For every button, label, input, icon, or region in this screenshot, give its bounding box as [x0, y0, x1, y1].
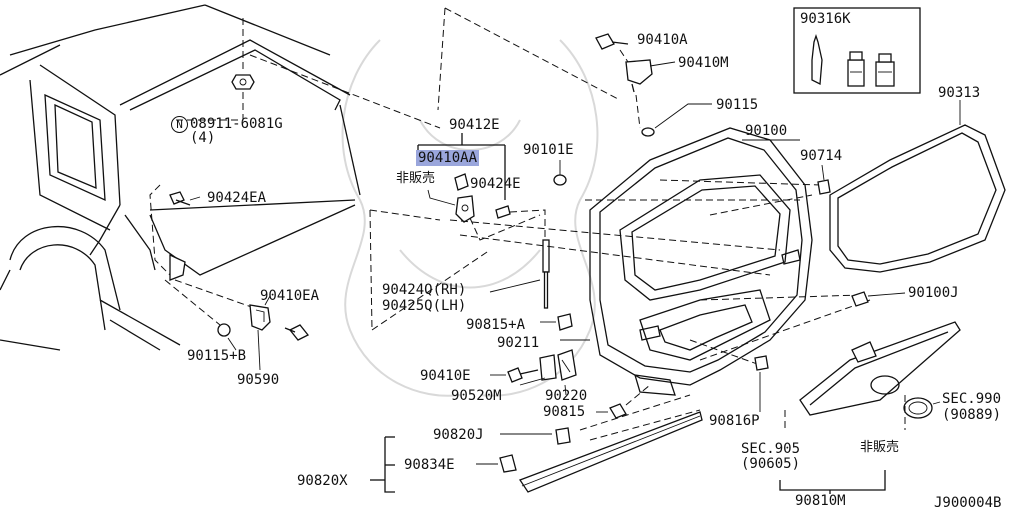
label-90100j[interactable]: 90100J — [908, 285, 959, 301]
leader-dash — [369, 209, 441, 221]
label-not-for-sale-2: 非販売 — [860, 440, 900, 455]
leader-dash — [449, 219, 781, 251]
diagram-code: J900004B — [934, 495, 1002, 511]
pin-icon — [495, 205, 511, 219]
plug-icon — [641, 127, 655, 137]
clip-icon — [609, 403, 627, 419]
leader-dash — [699, 294, 861, 301]
bolt-icon — [169, 191, 191, 206]
leader-dash — [589, 409, 701, 441]
label-90815-a[interactable]: 90815+A — [466, 317, 526, 333]
label-90424q-rh[interactable]: 90424Q(RH) — [382, 282, 467, 298]
label-sec-990[interactable]: SEC.990 — [942, 391, 1002, 407]
label-08911-prefix-circle: N — [171, 116, 188, 133]
bolt-icon — [557, 313, 573, 331]
rear-glass — [829, 124, 1006, 273]
cap-icon — [553, 174, 567, 186]
grommet-icon — [555, 427, 571, 445]
label-90220[interactable]: 90220 — [545, 388, 588, 404]
label-90425q-lh[interactable]: 90425Q(LH) — [382, 298, 467, 314]
leader-dash — [174, 279, 261, 311]
label-08911-6081g[interactable]: 08911-6081G — [190, 116, 283, 132]
emblem-icon — [903, 397, 933, 419]
kit-box — [793, 7, 921, 94]
leader-dash — [371, 249, 491, 331]
leader-dash — [579, 394, 691, 431]
leader-dash — [619, 49, 629, 63]
hinge-icon — [625, 59, 653, 93]
label-90820j[interactable]: 90820J — [433, 427, 484, 443]
finisher-trim — [799, 321, 961, 416]
leader-dash — [689, 339, 761, 366]
plug-icon — [217, 323, 231, 337]
weatherstrip — [519, 411, 703, 493]
label-sec-905[interactable]: SEC.905 — [741, 441, 801, 457]
clip-icon — [851, 291, 869, 307]
leader-dash — [459, 234, 771, 276]
label-90410ea[interactable]: 90410EA — [260, 288, 320, 304]
label-90410a[interactable]: 90410A — [637, 32, 688, 48]
bracket-icon — [557, 349, 577, 381]
label-90316k[interactable]: 90316K — [800, 11, 851, 27]
leader-dash — [659, 179, 821, 186]
label-90410e[interactable]: 90410E — [420, 368, 471, 384]
label-08911-qty: (4) — [190, 130, 216, 146]
bracket-icon — [539, 354, 557, 381]
leader-dash — [699, 299, 871, 361]
label-90313[interactable]: 90313 — [938, 85, 981, 101]
leader-dash — [164, 279, 221, 326]
label-90424ea[interactable]: 90424EA — [207, 190, 267, 206]
leader-dash — [149, 184, 171, 276]
bolt-icon — [284, 324, 310, 341]
label-90410aa-highlighted[interactable]: 90410AA — [416, 150, 480, 166]
clip-icon — [817, 179, 831, 195]
leader-dash — [635, 94, 641, 129]
circled-n-icon: N — [171, 116, 188, 133]
hinge-icon — [455, 195, 475, 223]
leader-dash — [369, 209, 373, 331]
bolt-icon — [507, 367, 539, 383]
watermark-emblem — [341, 39, 599, 397]
leader-dash — [444, 7, 621, 101]
label-not-for-sale-1: 非販売 — [396, 171, 436, 186]
label-90816p[interactable]: 90816P — [709, 413, 760, 429]
nut-icon — [231, 74, 255, 90]
leader-dash — [709, 194, 813, 216]
bracket-icon — [249, 304, 271, 331]
clip-icon — [754, 355, 769, 371]
leader-dash — [437, 7, 446, 111]
label-90101e[interactable]: 90101E — [523, 142, 574, 158]
leader-dash — [509, 209, 546, 240]
label-90834e[interactable]: 90834E — [404, 457, 455, 473]
strut-bracket-icon — [169, 253, 186, 281]
label-90115-b[interactable]: 90115+B — [187, 348, 247, 364]
label-90520m[interactable]: 90520M — [451, 388, 502, 404]
label-90412e[interactable]: 90412E — [449, 117, 500, 133]
label-90714[interactable]: 90714 — [800, 148, 843, 164]
leader-dash — [469, 214, 541, 241]
leader-dash — [625, 384, 651, 406]
label-90211[interactable]: 90211 — [497, 335, 540, 351]
grommet-icon — [499, 454, 517, 473]
label-90820x[interactable]: 90820X — [297, 473, 348, 489]
label-90115[interactable]: 90115 — [716, 97, 759, 113]
bolt-icon — [595, 33, 629, 50]
leader-dash — [249, 54, 441, 129]
label-90815[interactable]: 90815 — [543, 404, 586, 420]
leader-dash — [175, 92, 244, 121]
gas-strut-icon — [542, 239, 550, 309]
label-90590[interactable]: 90590 — [237, 372, 280, 388]
label-90889: (90889) — [942, 407, 1002, 423]
label-90810m[interactable]: 90810M — [795, 493, 846, 509]
label-90424e[interactable]: 90424E — [470, 176, 521, 192]
label-90605: (90605) — [741, 456, 801, 472]
back-door — [589, 127, 813, 396]
clip-icon — [454, 173, 469, 191]
label-90410m[interactable]: 90410M — [678, 55, 729, 71]
label-90100[interactable]: 90100 — [745, 123, 788, 139]
